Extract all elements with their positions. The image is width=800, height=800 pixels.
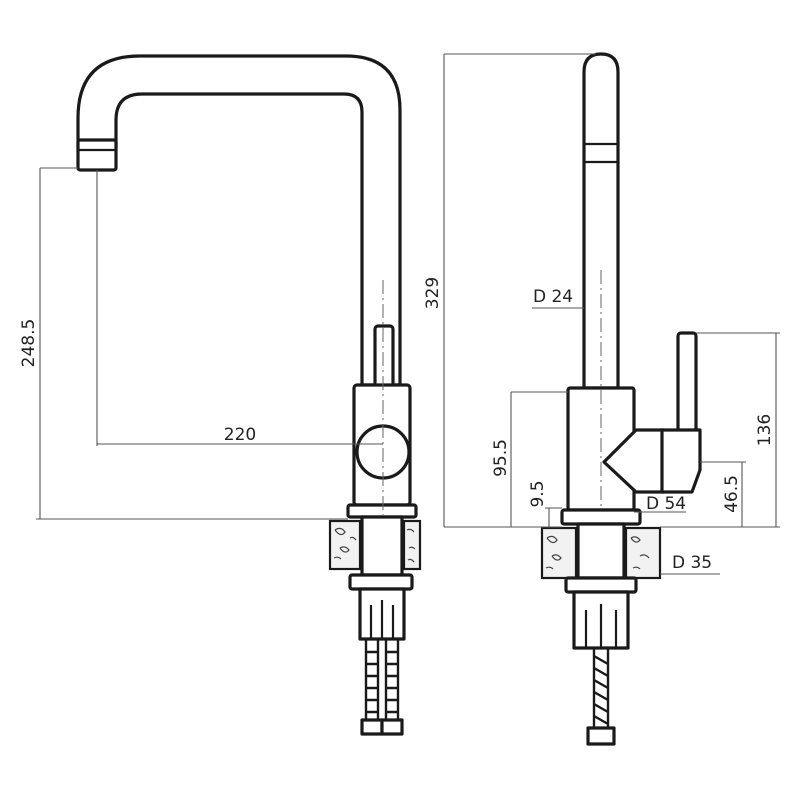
dim-body-diameter-label: D 54 <box>646 494 686 514</box>
side-spout <box>76 54 402 387</box>
side-counter-left <box>328 519 362 571</box>
front-mount-nut <box>564 576 638 594</box>
dim-body-height-label: 95.5 <box>491 439 511 477</box>
dim-lever-height-label: 136 <box>755 414 775 446</box>
front-mount-shank <box>576 522 626 580</box>
side-hose-fitting-left <box>360 718 384 736</box>
front-stone-texture <box>545 535 650 570</box>
side-hose-fitting-right <box>380 718 404 736</box>
side-mount-nut <box>348 573 414 591</box>
side-counter-right <box>402 519 422 571</box>
side-hose-left <box>364 640 380 720</box>
side-view: 248.5 220 <box>19 54 422 736</box>
front-hose <box>592 648 610 728</box>
front-hose-fitting <box>586 726 616 746</box>
dim-base-height-label: 9.5 <box>528 480 548 507</box>
dim-spout-diameter-label: D 24 <box>533 287 573 307</box>
side-spout-tip <box>76 138 118 172</box>
front-counter-left <box>540 526 578 580</box>
front-lever-stick <box>676 331 698 433</box>
dim-total-height-label: 329 <box>423 277 443 309</box>
front-lever-head <box>660 428 702 494</box>
dim-reach-label: 220 <box>224 425 256 445</box>
side-mount-shank <box>360 515 404 577</box>
front-view: 329 D 24 95.5 9.5 D 54 136 46.5 D 35 <box>423 52 780 746</box>
dim-mount-diameter-label: D 35 <box>672 553 712 573</box>
side-base <box>346 503 418 519</box>
front-spout <box>582 52 620 390</box>
side-hose-right <box>384 640 400 720</box>
side-stone-texture <box>333 527 416 563</box>
front-lever-pivot <box>602 428 666 494</box>
dim-spout-height-label: 248.5 <box>19 319 39 368</box>
front-base <box>560 508 642 526</box>
dim-lever-pivot-label: 46.5 <box>722 475 742 513</box>
front-counter-right <box>624 526 662 580</box>
